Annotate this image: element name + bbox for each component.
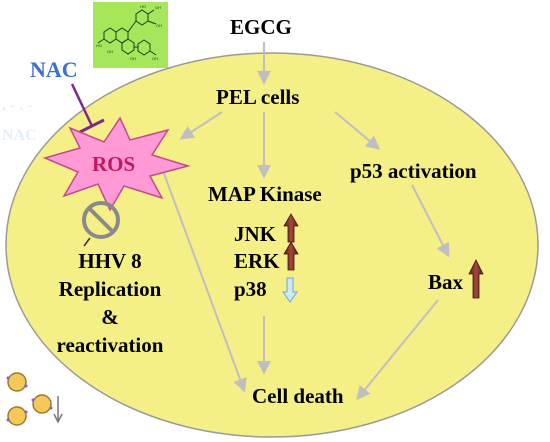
flow-arrows [161,42,450,401]
cell-label: PEL cells [216,85,299,109]
svg-text:OH: OH [130,56,136,61]
inhibition-line [70,83,105,134]
kinase-p38: p38 [234,277,267,301]
jnk-up-arrow [283,213,299,243]
prohibited-icon [82,201,120,247]
p53-label: p53 activation [350,159,477,183]
virus-line-3: & [101,305,119,329]
kinase-jnk: JNK [234,222,277,246]
p38-down-arrow [282,277,298,303]
virus-line-2: Replication [59,277,162,301]
svg-text:OH: OH [156,23,162,28]
ros-label: ROS [92,152,135,176]
erk-up-arrow [283,241,299,271]
virus-particles-icon [6,372,63,426]
kinase-erk: ERK [234,249,280,273]
inhibitor-label: NAC [30,57,78,82]
svg-text:OH: OH [152,56,158,61]
svg-text:HO: HO [140,4,146,9]
svg-text:OH: OH [107,49,113,54]
virus-line-1: HHV 8 [78,249,141,273]
background-artifacts: . - . - NAC [2,97,37,144]
svg-text:NAC: NAC [2,127,37,144]
svg-text:. - . -: . - . - [2,97,33,114]
bax-label: Bax [428,270,464,294]
svg-text:HO: HO [96,43,102,48]
bax-up-arrow [468,259,484,299]
map-kinase-title: MAP Kinase [208,182,322,206]
virus-line-4: reactivation [57,333,164,357]
outcome-label: Cell death [252,384,344,408]
ros-burst [42,116,191,212]
molecule-icon: HO HO OH OH OH OH OH [93,2,168,68]
svg-text:OH: OH [155,5,161,10]
compound-label: EGCG [230,15,292,39]
